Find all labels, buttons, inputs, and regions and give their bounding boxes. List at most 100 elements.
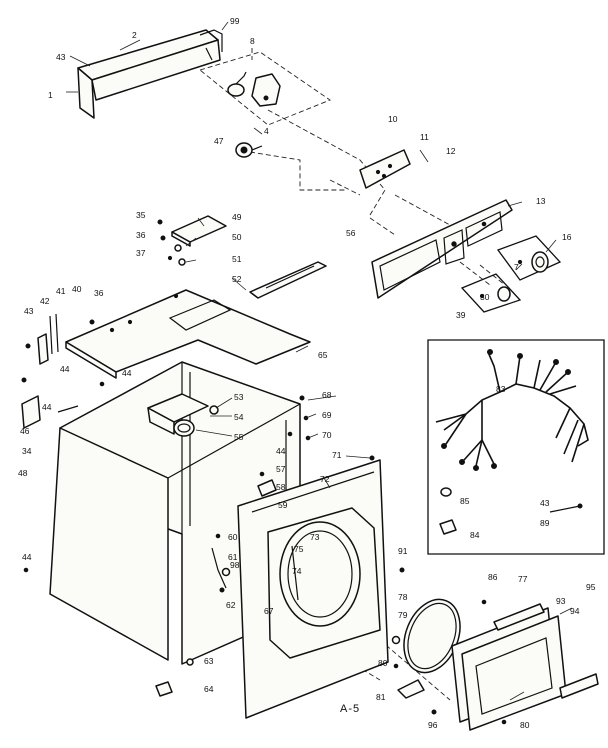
part-label: 1 (48, 90, 53, 100)
timer-switch-group (227, 71, 281, 107)
part-label: 91 (398, 546, 408, 556)
part-label: 44 (42, 402, 52, 412)
part-label: 7 (514, 262, 519, 272)
part-label: 62 (226, 600, 236, 610)
part-label: 98 (230, 560, 240, 570)
part-label: 84 (470, 530, 480, 540)
part-label: 83 (496, 384, 506, 394)
part-label: 49 (232, 212, 242, 222)
part-label: 36 (136, 230, 146, 240)
part-label: 40 (72, 284, 82, 294)
part-label: 54 (234, 412, 244, 422)
part-label: 44 (22, 552, 32, 562)
console-bracket (77, 29, 223, 119)
part-label: 61 (228, 552, 238, 562)
hinge-parts (25, 313, 95, 365)
cabinet (49, 361, 301, 665)
part-label: 77 (518, 574, 528, 584)
part-label: 43 (24, 306, 34, 316)
door-strip (559, 673, 599, 699)
part-label: 50 (232, 232, 242, 242)
part-label: 35 (136, 210, 146, 220)
part-label: 44 (276, 446, 286, 456)
part-label: 44 (60, 364, 70, 374)
part-label: 34 (22, 446, 32, 456)
part-label: 86 (488, 572, 498, 582)
part-label: 80 (378, 658, 388, 668)
part-label: 55 (234, 432, 244, 442)
wiring-harness-inset (427, 339, 605, 555)
part-label: 52 (232, 274, 242, 284)
part-label: 30 (480, 292, 490, 302)
part-label: 42 (40, 296, 50, 306)
part-label: 80 (520, 720, 530, 730)
part-label: 47 (214, 136, 224, 146)
part-label: 11 (420, 132, 429, 142)
part-label: 36 (94, 288, 104, 298)
part-label: 72 (320, 474, 330, 484)
part-label: 60 (228, 532, 238, 542)
part-label: 10 (388, 114, 398, 124)
part-label: 93 (556, 596, 566, 606)
part-label: 68 (322, 390, 332, 400)
part-label: 63 (204, 656, 214, 666)
part-label: 58 (276, 482, 286, 492)
angled-bracket (249, 261, 327, 299)
part-label: 73 (310, 532, 320, 542)
front-panel (237, 459, 405, 719)
lid (171, 215, 227, 247)
part-label: 2 (132, 30, 137, 40)
part-label: 89 (540, 518, 550, 528)
top-panel (65, 289, 311, 379)
part-label: 65 (318, 350, 328, 360)
part-label: 78 (398, 592, 408, 602)
pump-bracket (147, 393, 219, 437)
cabinet-screws (287, 395, 375, 461)
part-label: 43 (56, 52, 66, 62)
part-label: 70 (322, 430, 332, 440)
lower-hardware (211, 547, 231, 593)
part-label: 79 (398, 610, 408, 620)
part-label: 13 (536, 196, 546, 206)
part-label: 94 (570, 606, 580, 616)
part-labels: 1 2 43 99 8 4 47 10 11 12 13 56 16 7 30 … (18, 16, 596, 730)
part-label: 12 (446, 146, 456, 156)
door-assembly (451, 599, 567, 731)
part-label: 51 (232, 254, 242, 264)
part-label: 99 (230, 16, 240, 26)
part-label: 8 (250, 36, 255, 46)
knob-parts (460, 235, 562, 313)
part-label: 67 (264, 606, 274, 616)
part-label: 53 (234, 392, 244, 402)
part-label: 74 (292, 566, 302, 576)
part-label: 71 (332, 450, 342, 460)
part-label: 96 (428, 720, 438, 730)
part-label: 57 (276, 464, 286, 474)
part-label: 4 (264, 126, 269, 136)
part-label: 95 (586, 582, 596, 592)
part-label: 85 (460, 496, 470, 506)
part-label: 64 (204, 684, 214, 694)
part-label: 81 (376, 692, 386, 702)
leader-lines (66, 21, 573, 701)
part-label: 43 (540, 498, 550, 508)
door-hinge (393, 663, 437, 715)
left-small-parts (21, 377, 105, 429)
diagram-caption: A-5 (340, 703, 360, 715)
part-label: 48 (18, 468, 28, 478)
part-label: 39 (456, 310, 466, 320)
part-label: 59 (278, 500, 288, 510)
part-label: 37 (136, 248, 146, 258)
part-label: 56 (346, 228, 356, 238)
part-label: 16 (562, 232, 572, 242)
control-knob (235, 142, 263, 158)
part-label: 46 (20, 426, 30, 436)
screws-column (157, 219, 186, 266)
base-screws (23, 567, 194, 697)
part-label: 75 (294, 544, 304, 554)
control-panel (371, 199, 513, 299)
part-label: 41 (56, 286, 66, 296)
switch-panel (359, 149, 411, 189)
part-label: 69 (322, 410, 332, 420)
